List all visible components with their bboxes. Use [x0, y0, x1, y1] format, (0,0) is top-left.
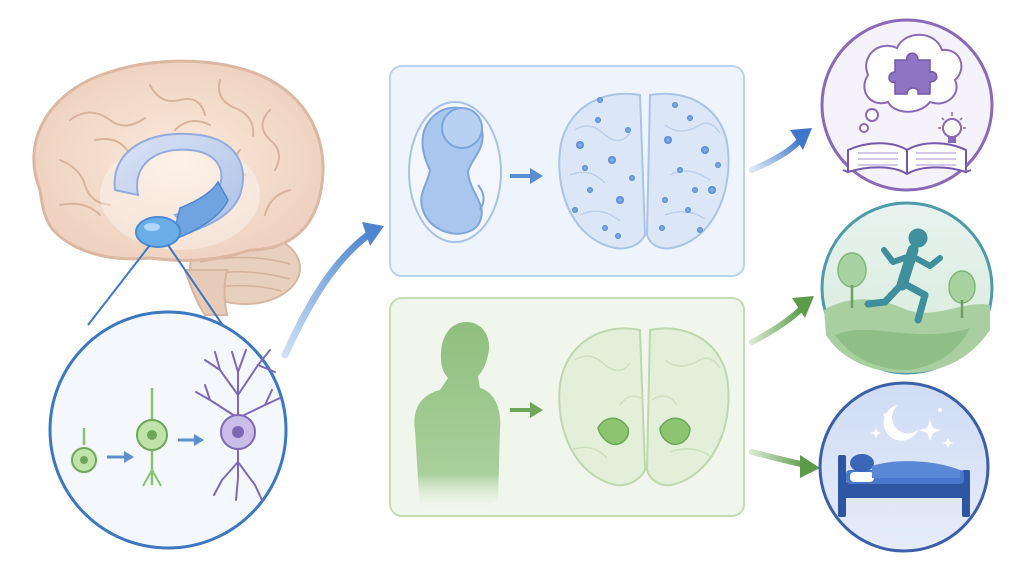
adult-silhouette-icon — [414, 322, 501, 512]
learning-icon — [820, 18, 994, 192]
stars-icon — [870, 408, 954, 448]
tree-icon-2 — [948, 270, 976, 318]
neuron-growth-icon — [48, 310, 288, 550]
tree-icon — [837, 252, 867, 308]
sleep-icon — [818, 381, 990, 553]
arrow-to-learning — [749, 128, 812, 173]
fetus-icon — [408, 101, 502, 243]
puzzle-piece-icon — [888, 52, 938, 95]
hippocampus-icon — [113, 132, 245, 248]
sparse-neuron-brain-icon — [558, 327, 730, 487]
fetus-to-brain-arrow-icon — [510, 168, 543, 184]
adulthood-panel — [389, 297, 745, 517]
maturing-neuron-icon — [136, 388, 168, 487]
open-book-icon — [842, 142, 972, 176]
lightbulb-icon — [938, 112, 966, 143]
arrow-to-exercise — [749, 296, 814, 345]
exercise-icon — [820, 201, 994, 375]
growth-arrow-icon — [107, 451, 134, 463]
moon-icon — [883, 405, 918, 441]
growth-arrow-icon-2 — [178, 434, 204, 446]
brain-icon — [32, 59, 325, 316]
runner-icon — [864, 228, 943, 324]
young-neuron-icon — [71, 428, 97, 473]
dense-neuron-brain-icon — [558, 92, 730, 250]
adult-to-brain-arrow-icon — [510, 402, 543, 418]
bed-icon — [838, 454, 970, 517]
arrow-to-sleep — [749, 449, 820, 478]
early-development-panel — [389, 65, 745, 277]
zoom-lines — [87, 244, 227, 331]
path-arrow-early — [281, 222, 384, 359]
mature-neuron-icon — [195, 349, 281, 501]
